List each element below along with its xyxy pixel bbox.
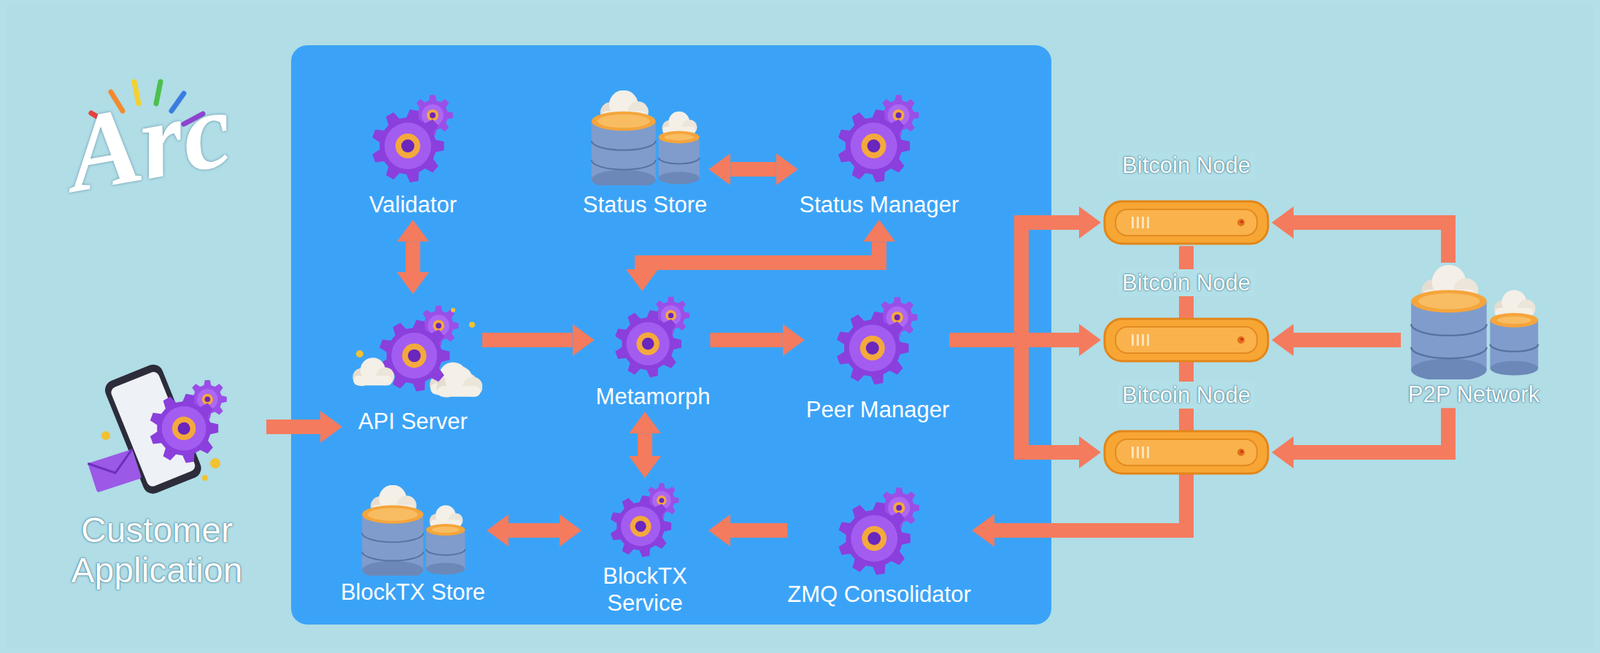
component-node: Bitcoin Node <box>1102 269 1271 364</box>
api-server-icon <box>343 295 483 405</box>
node-label: BlockTX Store <box>340 578 486 606</box>
node-label: P2P Network <box>1408 380 1540 408</box>
flow-arrow <box>709 332 783 348</box>
flow-arrow <box>1293 332 1401 348</box>
gear-icon <box>365 90 461 186</box>
flow-arrow <box>949 339 1080 453</box>
node-label: Status Store <box>582 191 708 219</box>
phone-icon <box>76 353 238 500</box>
node-label: ZMQ Consolidator <box>787 580 972 608</box>
flow-arrow <box>508 523 560 538</box>
component-node: Validator <box>365 90 461 219</box>
component-node: Status Store <box>582 90 708 219</box>
node-label: Bitcoin Node <box>1117 269 1255 297</box>
node-label: Bitcoin Node <box>1117 151 1255 179</box>
server-icon <box>1102 316 1271 364</box>
logo-text: Arc <box>59 72 241 210</box>
gear-icon <box>830 292 926 388</box>
flow-arrow <box>730 523 788 538</box>
node-label: Metamorph <box>596 383 711 411</box>
component-node: Status Manager <box>799 90 960 219</box>
flow-arrow <box>1293 407 1449 453</box>
node-label: Status Manager <box>799 191 960 219</box>
component-node: Metamorph <box>596 292 711 411</box>
node-label: BlockTX Service <box>582 562 707 617</box>
flow-arrow <box>994 475 1187 531</box>
server-icon <box>1102 199 1271 246</box>
flow-arrow <box>730 161 776 177</box>
server-icon <box>1102 429 1271 476</box>
component-node: Bitcoin Node <box>1102 151 1271 246</box>
gear-icon <box>831 90 927 186</box>
gear-icon <box>831 482 927 578</box>
node-label: Customer Application <box>47 509 267 591</box>
flow-arrow <box>266 419 321 435</box>
component-node: API Server <box>343 295 483 435</box>
component-node: BlockTX Store <box>340 485 486 606</box>
flow-arrow <box>642 241 880 270</box>
database-icon <box>582 90 707 186</box>
component-node: Bitcoin Node <box>1102 381 1271 476</box>
component-node: P2P Network <box>1400 262 1547 408</box>
gear-icon <box>609 292 697 381</box>
component-node: BlockTX Service <box>582 479 707 617</box>
component-node: Customer Application <box>47 353 267 591</box>
gear-icon <box>604 479 686 560</box>
flow-arrow <box>405 241 421 273</box>
flow-arrow <box>1293 222 1449 263</box>
node-label: API Server <box>358 407 468 435</box>
flow-arrow <box>482 332 573 348</box>
node-label: Peer Manager <box>806 396 950 424</box>
node-label: Validator <box>369 191 457 219</box>
database-icon <box>350 485 475 576</box>
database-icon <box>1400 262 1547 380</box>
component-node: ZMQ Consolidator <box>787 482 972 608</box>
flow-arrow <box>637 433 653 456</box>
flow-arrow <box>949 222 1080 340</box>
node-label: Bitcoin Node <box>1117 381 1255 409</box>
component-node: Peer Manager <box>806 292 950 424</box>
